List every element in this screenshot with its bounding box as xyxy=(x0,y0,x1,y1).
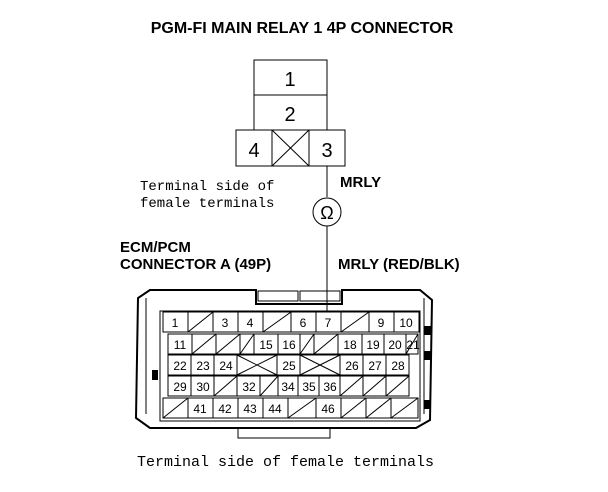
terminal-label: 20 xyxy=(388,338,402,352)
terminal-label: 15 xyxy=(259,338,273,352)
terminal-label: 43 xyxy=(243,402,257,416)
ecm-title-line2: CONNECTOR A (49P) xyxy=(120,256,271,273)
ecm-connector-housing xyxy=(134,289,434,439)
terminal-label: 41 xyxy=(193,402,207,416)
diagram-title: PGM-FI MAIN RELAY 1 4P CONNECTOR xyxy=(151,20,454,37)
terminal-label: 34 xyxy=(281,380,295,394)
terminal-label: 10 xyxy=(399,316,413,330)
terminal-label: 25 xyxy=(282,359,296,373)
ecm-title-line1: ECM/PCM xyxy=(120,239,191,256)
ohm-symbol: Ω xyxy=(320,203,333,223)
terminal-label: 29 xyxy=(173,380,187,394)
terminal-label: 18 xyxy=(343,338,357,352)
terminal-label: 4 xyxy=(247,316,254,330)
terminal-label: 21 xyxy=(406,338,420,352)
terminal-label: 32 xyxy=(242,380,256,394)
terminal-label: 26 xyxy=(345,359,359,373)
relay-pin-2-cell xyxy=(253,94,328,131)
terminal-label: 11 xyxy=(174,338,187,352)
terminal-label: 9 xyxy=(378,316,385,330)
relay-pin-label: 1 xyxy=(284,69,295,91)
terminal-label: 30 xyxy=(196,380,210,394)
terminal-label: 1 xyxy=(172,316,179,330)
terminal-label: 7 xyxy=(325,316,332,330)
terminal-label: 42 xyxy=(218,402,232,416)
terminal-label: 22 xyxy=(173,359,187,373)
relay-pin-label: 4 xyxy=(248,140,259,162)
relay-side-label-line1: Terminal side of xyxy=(140,179,274,195)
terminal-label: 3 xyxy=(222,316,229,330)
relay-pin-label: 3 xyxy=(321,140,332,162)
ecm-terminal-grid: 1 3 4 6 7 9 10 11 15 16 18 19 20 21 xyxy=(162,311,420,419)
ecm-wire-label: MRLY (RED/BLK) xyxy=(338,256,460,273)
terminal-label: 24 xyxy=(219,359,233,373)
ecm-side-label: Terminal side of female terminals xyxy=(137,454,434,471)
terminal-label: 44 xyxy=(268,402,282,416)
terminal-label: 36 xyxy=(323,380,337,394)
relay-pin-label: 2 xyxy=(284,104,295,126)
terminal-label: 27 xyxy=(368,359,382,373)
terminal-label: 16 xyxy=(282,338,296,352)
relay-pin-1-cell xyxy=(253,59,328,96)
mrly-label: MRLY xyxy=(340,174,381,191)
terminal-label: 19 xyxy=(366,338,380,352)
terminal-label: 46 xyxy=(321,402,335,416)
terminal-label: 28 xyxy=(391,359,405,373)
relay-side-label-line2: female terminals xyxy=(140,196,274,212)
terminal-label: 23 xyxy=(196,359,210,373)
relay-connector: 1 2 4 3 xyxy=(235,59,346,167)
terminal-label: 35 xyxy=(302,380,316,394)
terminal-label: 6 xyxy=(300,316,307,330)
